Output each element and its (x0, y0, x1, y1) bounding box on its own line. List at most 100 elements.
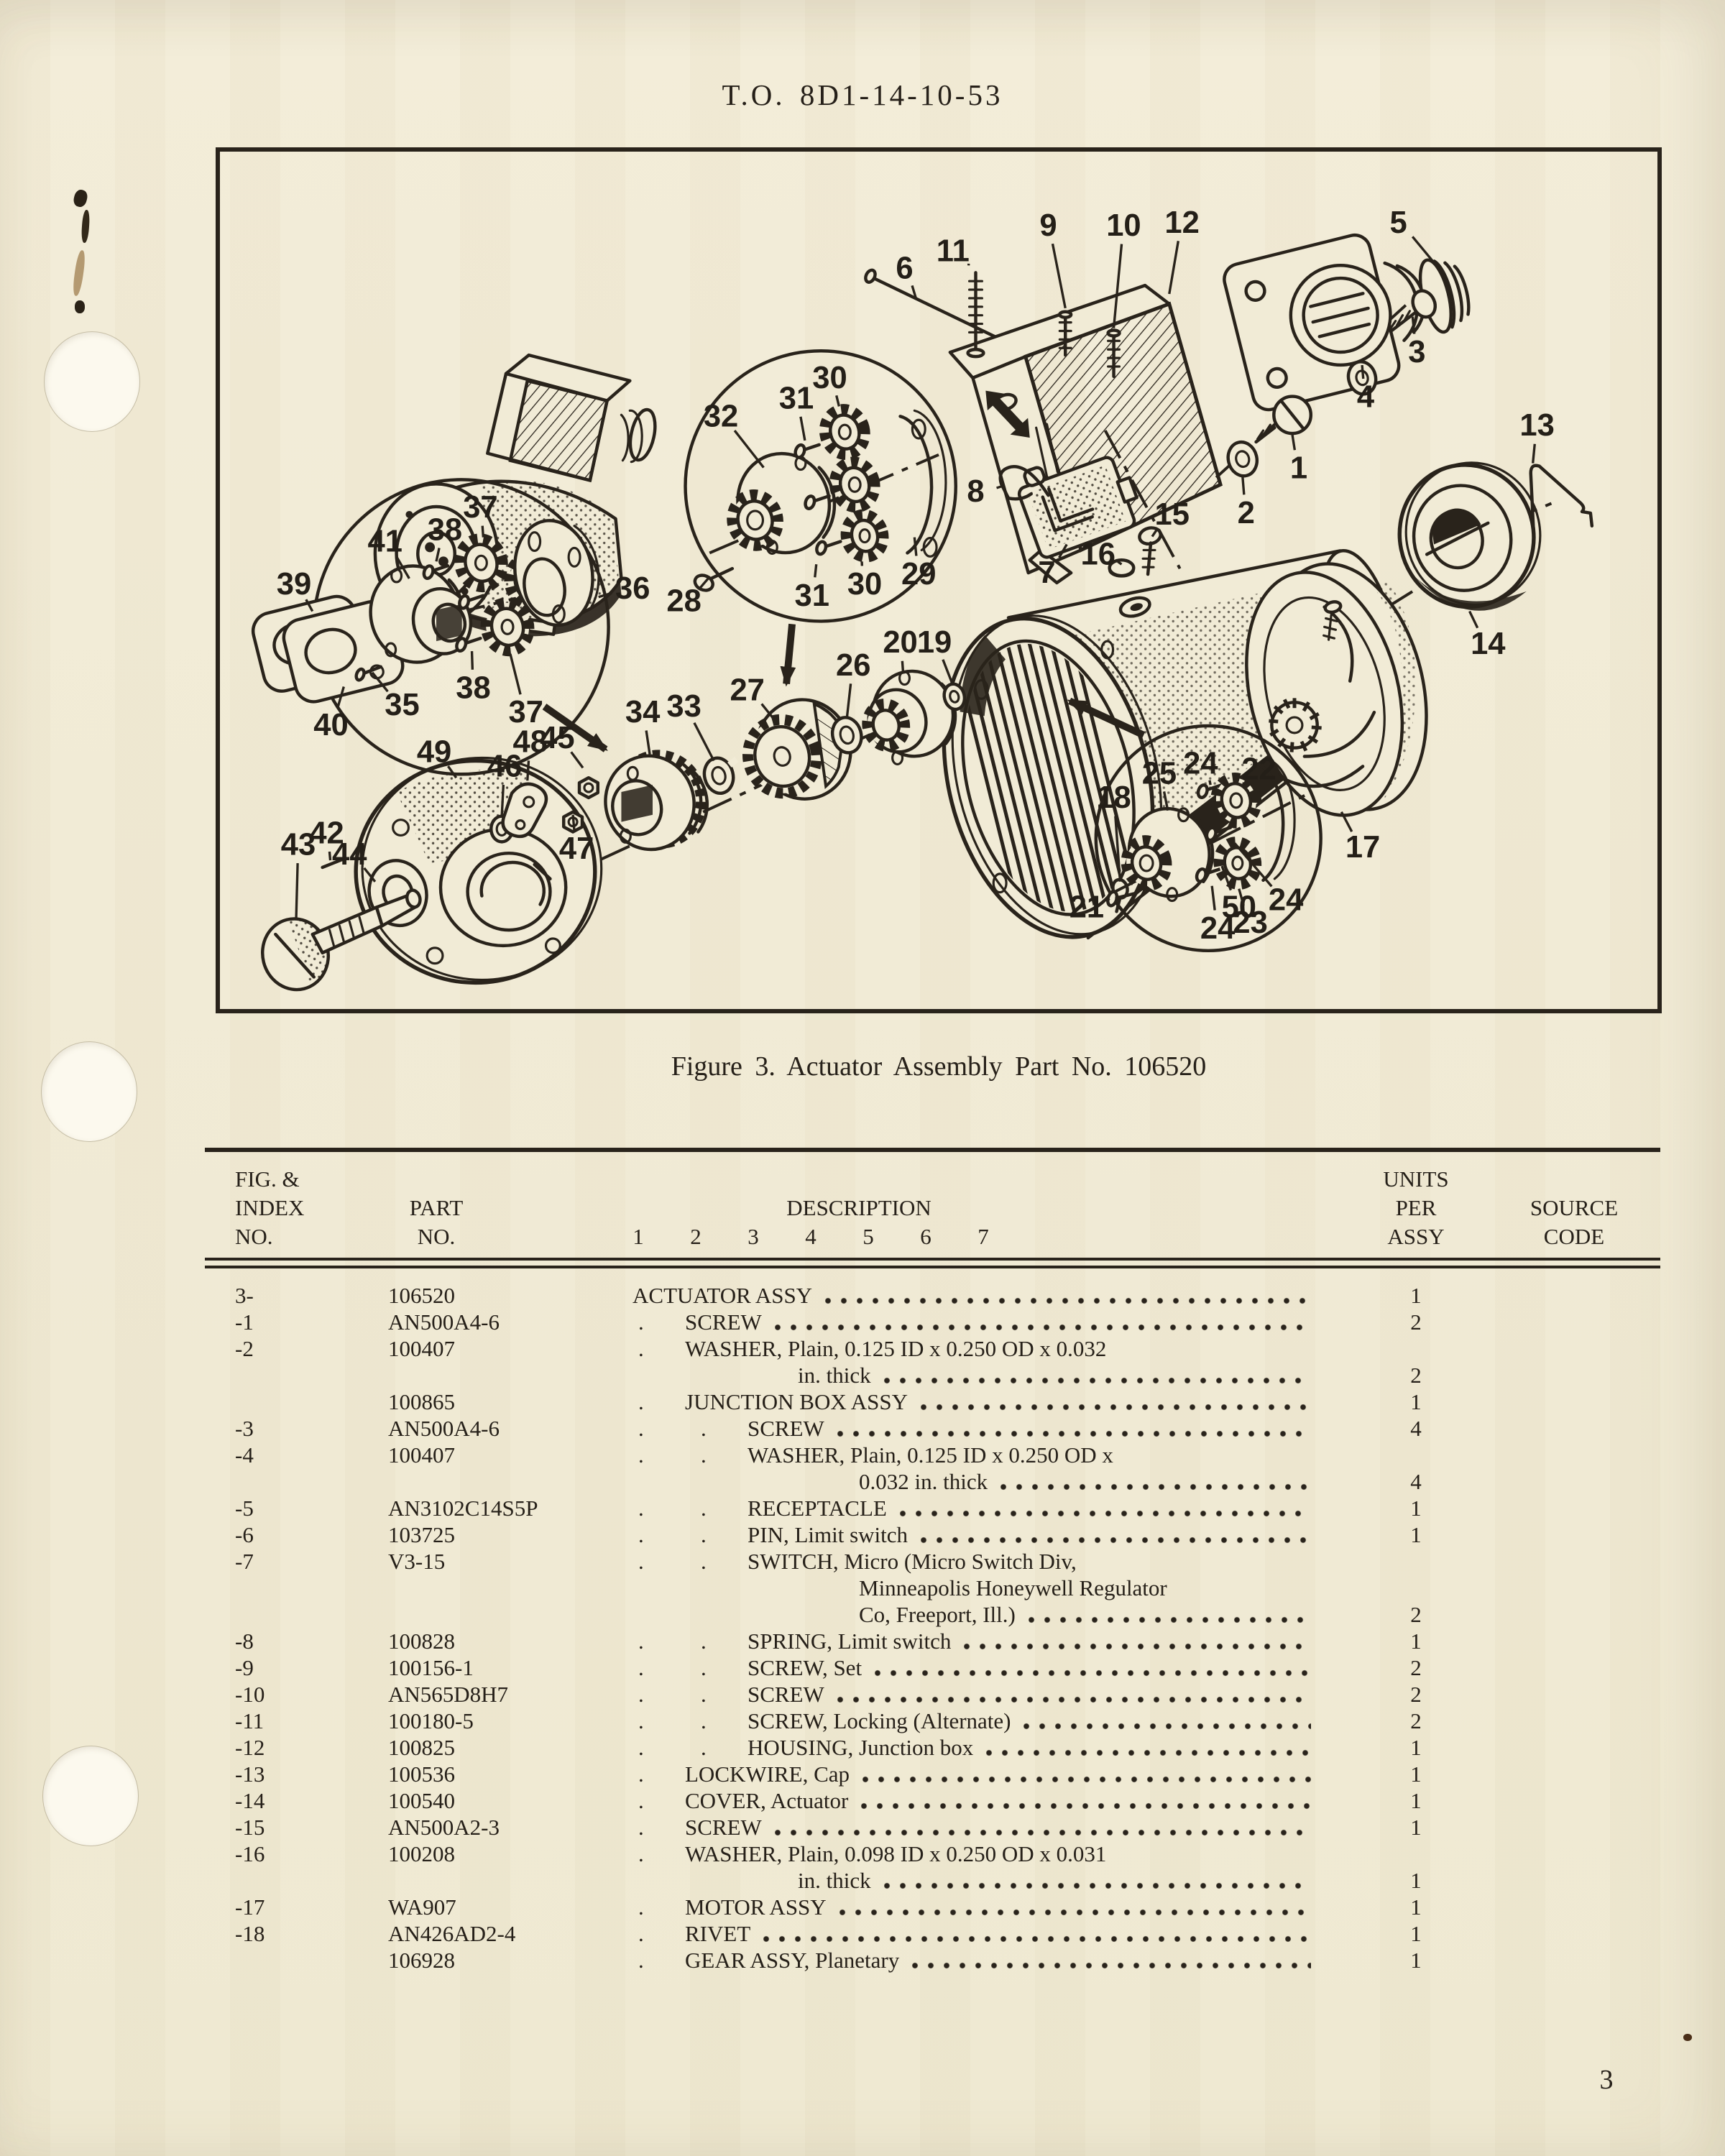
description-text: SWITCH, Micro (Micro Switch Div, (748, 1549, 1077, 1574)
indent-dot: . (638, 1496, 644, 1521)
callout-leader-38 (435, 548, 441, 562)
callout-leader-36 (598, 591, 612, 599)
ring-gear-housing-22 (1254, 757, 1296, 883)
cell-units-per-assy: 1 (1410, 1788, 1422, 1813)
dot-leader (837, 1681, 1311, 1708)
washer-2 (1226, 440, 1259, 478)
actuator-cover-14 (1397, 461, 1542, 611)
cell-fig-index: -10 (235, 1682, 265, 1707)
cell-description: .MOTOR ASSY (632, 1894, 1317, 1920)
callout-leader-34 (645, 730, 651, 755)
cell-part-number: 100536 (388, 1761, 455, 1787)
callout-number-38: 38 (456, 671, 490, 705)
callout-leader-33 (693, 722, 715, 762)
indent-dot: . (638, 1788, 644, 1813)
callout-number-10: 10 (1106, 208, 1141, 243)
table-row: Co, Freeport, Ill.)2 (205, 1601, 1660, 1628)
cell-units-per-assy: 1 (1410, 1628, 1422, 1654)
cell-fig-index: -1 (235, 1309, 254, 1335)
dot-leader (1024, 1708, 1311, 1734)
cell-units-per-assy: 1 (1410, 1496, 1422, 1521)
callout-leader-29 (913, 537, 918, 556)
gear-carrier-25 (1121, 806, 1215, 903)
cell-units-per-assy: 2 (1410, 1708, 1422, 1733)
cell-fig-index: -13 (235, 1761, 265, 1787)
washer-2-hole (1235, 450, 1251, 469)
cell-description: ..SCREW, Locking (Alternate) (632, 1708, 1317, 1734)
indent-dot: . (638, 1522, 644, 1547)
callout-leader-24 (1210, 885, 1216, 911)
dot-leader (912, 1947, 1311, 1973)
dot-leader (986, 1734, 1311, 1761)
indent-level-number: 3 (748, 1224, 759, 1249)
callout-number-8: 8 (967, 474, 984, 509)
description-text: ACTUATOR ASSY (632, 1283, 813, 1308)
callout-number-11: 11 (937, 234, 970, 269)
callout-number-36: 36 (615, 571, 650, 606)
indent-dot: . (638, 1708, 644, 1733)
callout-number-6: 6 (896, 251, 913, 285)
cell-part-number: 106520 (388, 1283, 455, 1308)
indent-dot: . (638, 1309, 644, 1335)
indent-level-number: 6 (920, 1224, 932, 1249)
description-text: in. thick (798, 1363, 871, 1388)
cell-fig-index: -3 (235, 1416, 254, 1441)
callout-leader-47 (571, 814, 576, 831)
callout-leader-22 (1242, 782, 1246, 786)
callout-leader-3 (1411, 316, 1416, 334)
cell-part-number: AN500A2-3 (388, 1815, 500, 1840)
rotor-pinion-gear (1269, 698, 1322, 752)
indent-dot: . (701, 1735, 707, 1760)
dot-leader (763, 1920, 1311, 1947)
screw-1 (1254, 395, 1313, 444)
indent-dot: . (638, 1655, 644, 1680)
planetary-gear-assy-27 (742, 698, 852, 801)
washer-4-hole (1355, 369, 1369, 387)
table-header-rule (205, 1266, 1660, 1268)
cell-units-per-assy: 2 (1410, 1655, 1422, 1680)
indent-dot: . (701, 1549, 707, 1574)
indent-dot: . (638, 1815, 644, 1840)
cell-description: ..RECEPTACLE (632, 1495, 1317, 1521)
dot-leader (1028, 1601, 1311, 1628)
col-header-part: PART (409, 1195, 464, 1220)
callout-leader-41 (395, 556, 410, 579)
limit-switch-pin-6 (864, 268, 997, 338)
indent-dot: . (638, 1682, 644, 1707)
cell-units-per-assy: 2 (1410, 1363, 1422, 1388)
indent-dot: . (638, 1841, 644, 1866)
gear-carrier-34 (604, 750, 709, 852)
cell-description: in. thick (632, 1867, 1317, 1894)
indent-level-number: 5 (862, 1224, 874, 1249)
indent-level-number: 4 (805, 1224, 816, 1249)
indent-dot: . (701, 1522, 707, 1547)
indent-dot: . (638, 1628, 644, 1654)
cell-description: ..SPRING, Limit switch (632, 1628, 1317, 1654)
cell-part-number: 100407 (388, 1336, 455, 1361)
indent-dot: . (701, 1708, 707, 1733)
callout-leader-13 (1532, 443, 1536, 464)
cell-description: ..SWITCH, Micro (Micro Switch Div, (632, 1548, 1317, 1575)
callout-number-38: 38 (428, 513, 462, 548)
description-text: in. thick (798, 1868, 871, 1893)
callout-number-17: 17 (1346, 830, 1380, 865)
cell-description: .GEAR ASSY, Planetary (632, 1947, 1317, 1973)
callout-number-37: 37 (509, 695, 543, 729)
pin-35 (354, 665, 383, 682)
callout-number-34: 34 (625, 695, 660, 729)
callout-number-42: 42 (309, 816, 344, 850)
description-text: 0.032 in. thick (859, 1469, 988, 1494)
cell-description: ..PIN, Limit switch (632, 1521, 1317, 1548)
set-screw-9 (1058, 310, 1073, 357)
ink-mark (80, 209, 91, 244)
technical-order-number: T.O. 8D1-14-10-53 (722, 78, 1003, 111)
table-row: in. thick 2 (205, 1362, 1660, 1388)
